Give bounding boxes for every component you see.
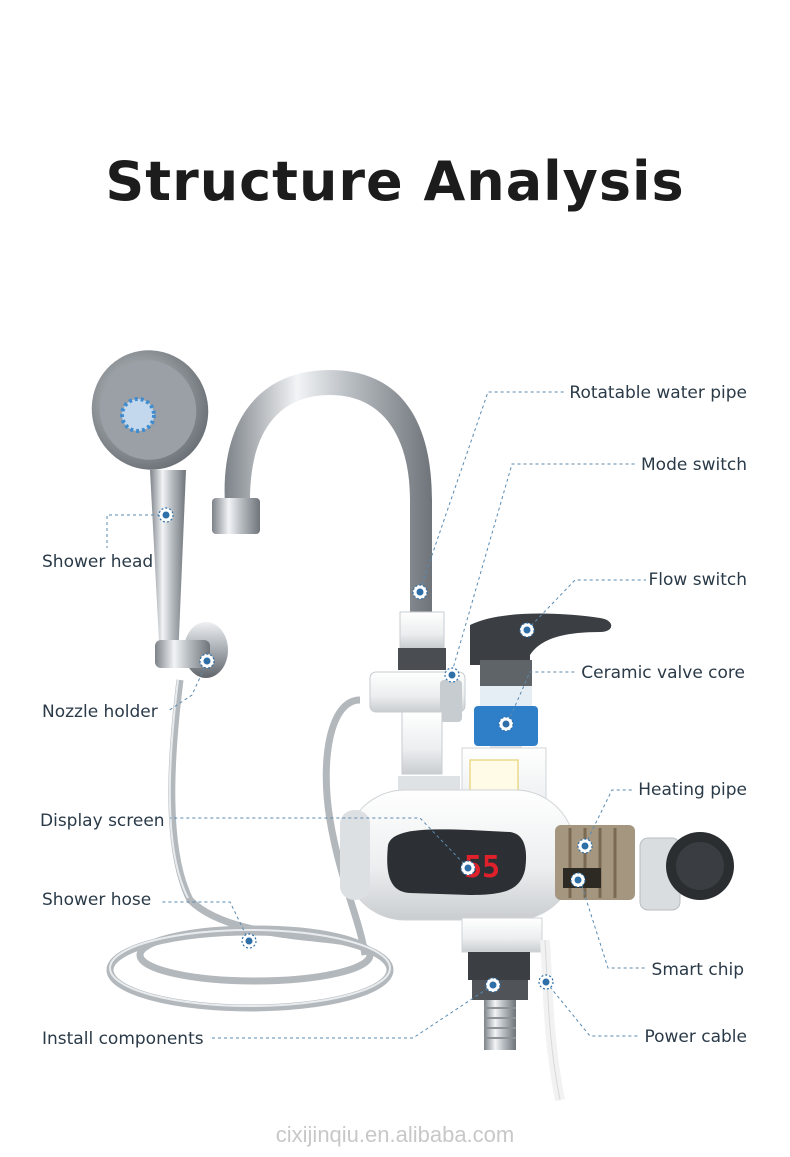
label-ceramic-valve-core: Ceramic valve core xyxy=(581,663,745,683)
watermark: cixijinqiu.en.alibaba.com xyxy=(0,1122,790,1148)
label-nozzle-holder: Nozzle holder xyxy=(42,702,158,722)
label-flow-switch: Flow switch xyxy=(649,570,747,590)
power-cable-art xyxy=(545,940,560,1100)
leader-lines xyxy=(107,392,646,1038)
label-smart-chip: Smart chip xyxy=(652,960,744,980)
install-components-art xyxy=(468,952,530,1050)
label-power-cable: Power cable xyxy=(644,1027,747,1047)
shower-head-art xyxy=(75,334,225,660)
label-rotatable-water-pipe: Rotatable water pipe xyxy=(569,383,747,403)
label-shower-hose: Shower hose xyxy=(42,890,151,910)
label-shower-head: Shower head xyxy=(42,552,153,572)
heating-internals-art xyxy=(555,825,734,910)
label-mode-switch: Mode switch xyxy=(641,455,747,475)
label-install-components: Install components xyxy=(42,1029,204,1049)
faucet-illustration xyxy=(75,334,734,1100)
heater-body-art xyxy=(340,748,575,952)
label-heating-pipe: Heating pipe xyxy=(638,780,747,800)
flow-switch-art xyxy=(470,614,611,762)
spout-art xyxy=(212,370,432,615)
label-display-screen: Display screen xyxy=(40,811,165,831)
